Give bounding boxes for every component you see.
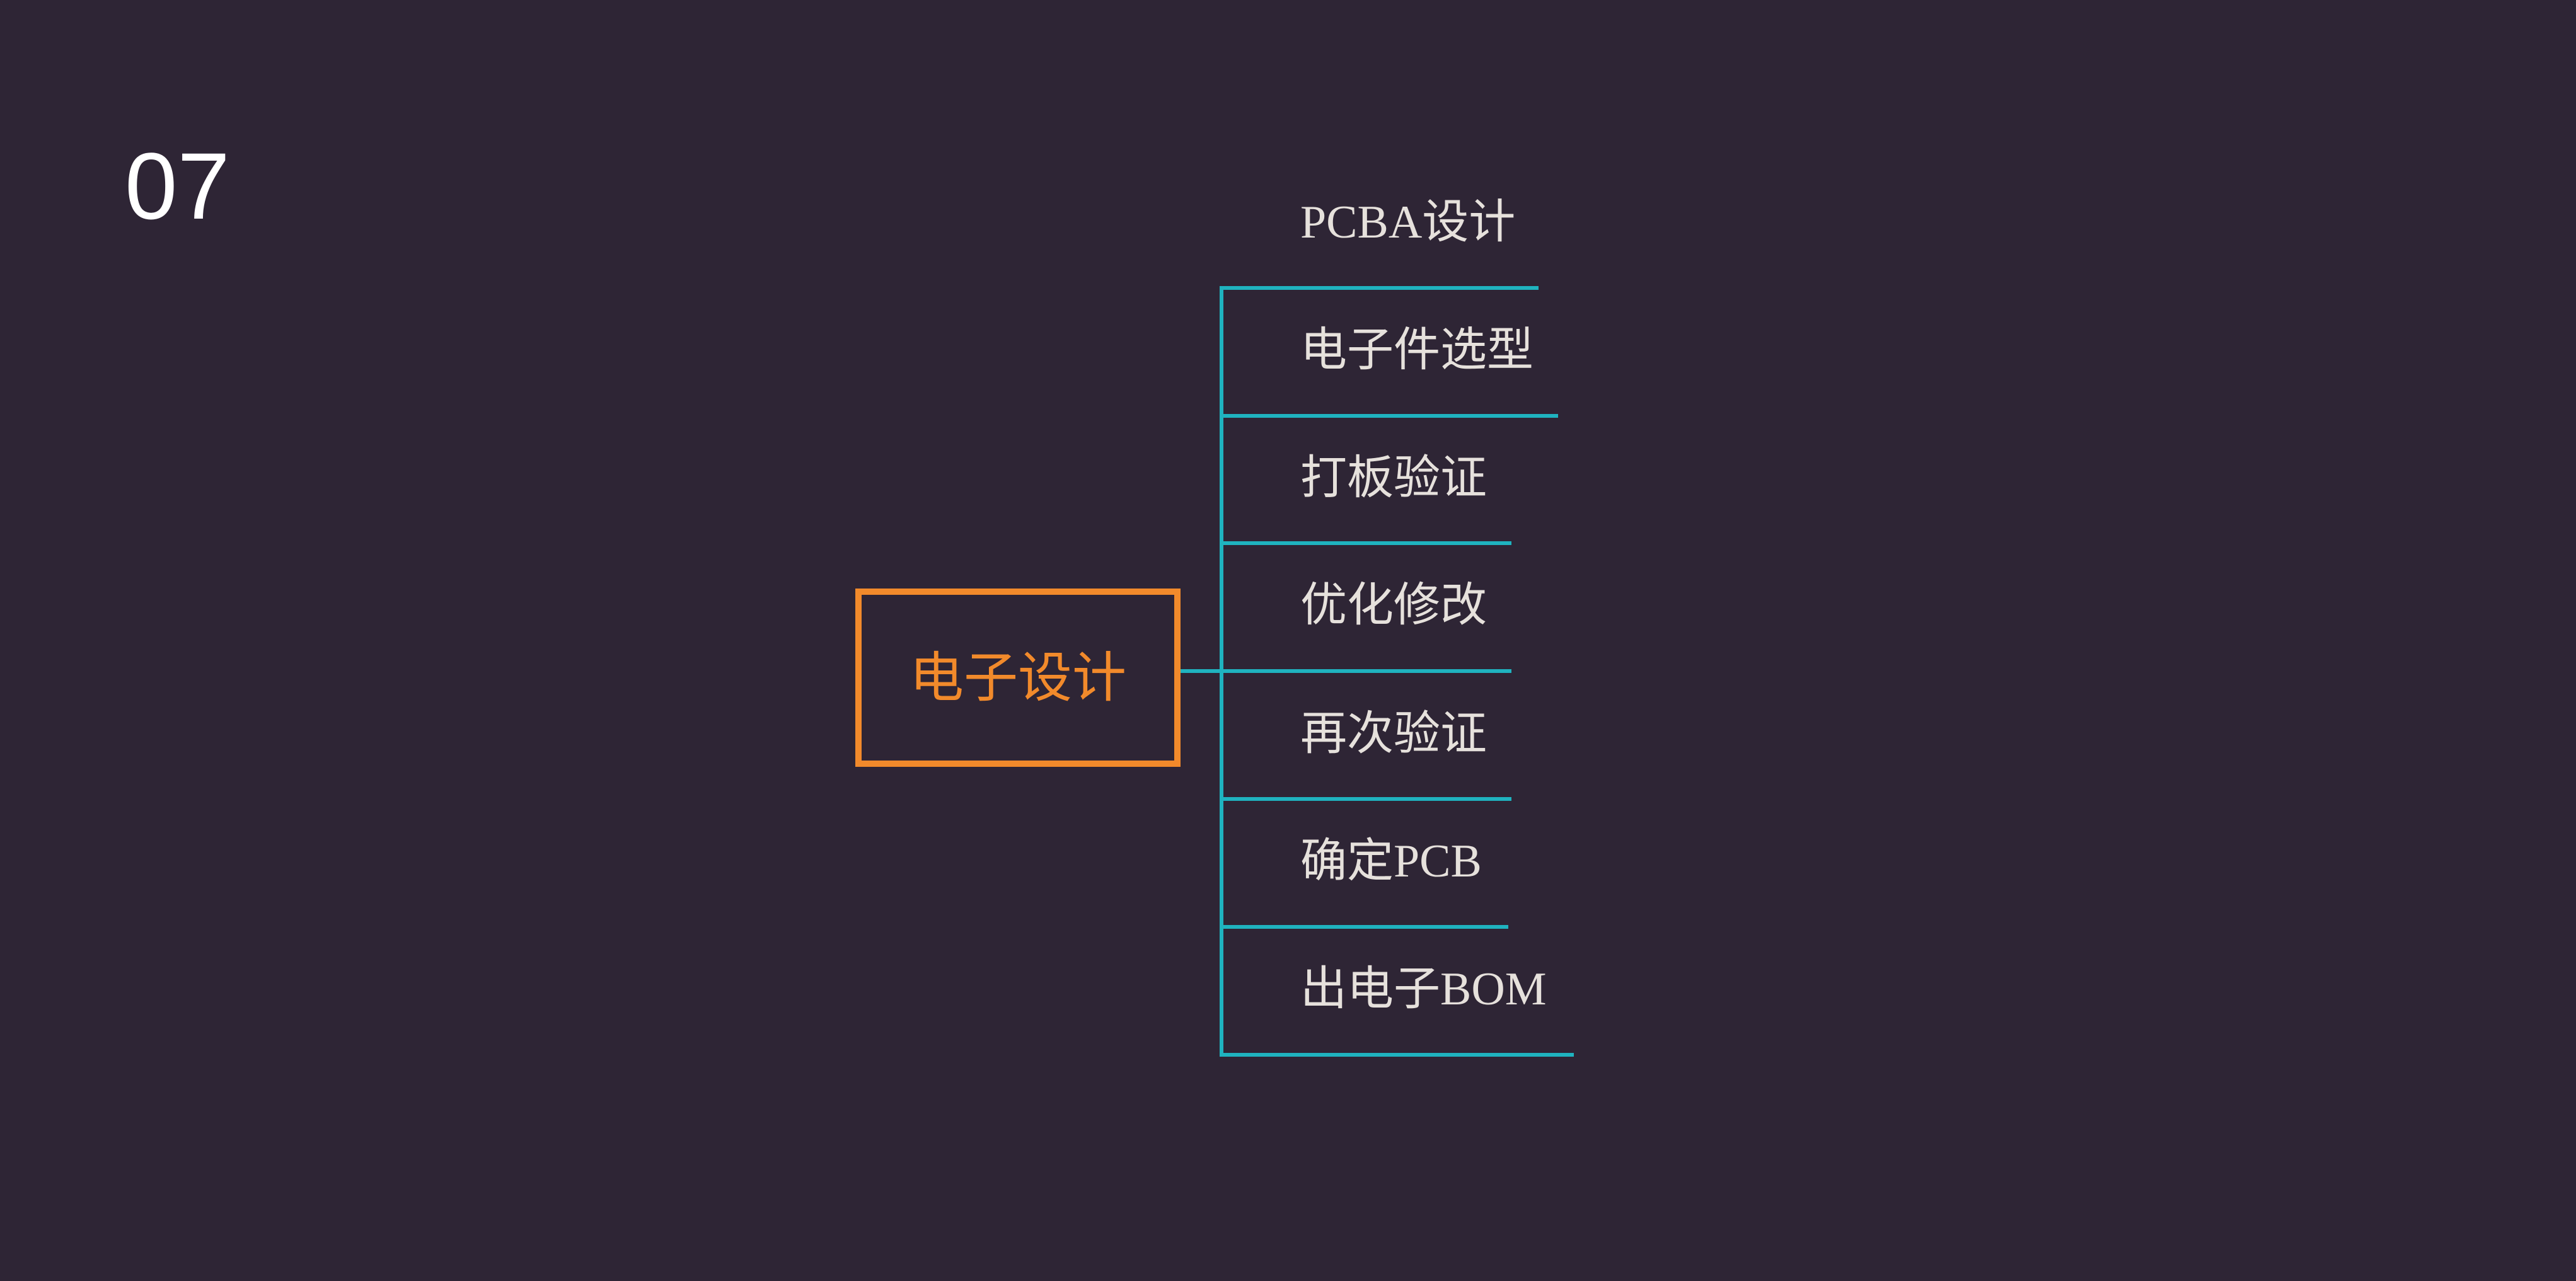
root-node-label: 电子设计 [910, 646, 1126, 709]
branch-label: 打板验证 [1300, 452, 1487, 504]
branch-label: 再次验证 [1300, 708, 1487, 760]
connector-lines [1174, 286, 1574, 1057]
branch-label: 出电子BOM [1300, 963, 1547, 1015]
branch-label: 确定PCB [1300, 836, 1482, 887]
branch-label: 电子件选型 [1300, 325, 1533, 376]
root-node[interactable]: 电子设计 [855, 589, 1181, 767]
branch-label: PCBA设计 [1300, 197, 1516, 248]
page-number: 07 [125, 133, 230, 239]
branch-label: 优化修改 [1300, 580, 1487, 631]
